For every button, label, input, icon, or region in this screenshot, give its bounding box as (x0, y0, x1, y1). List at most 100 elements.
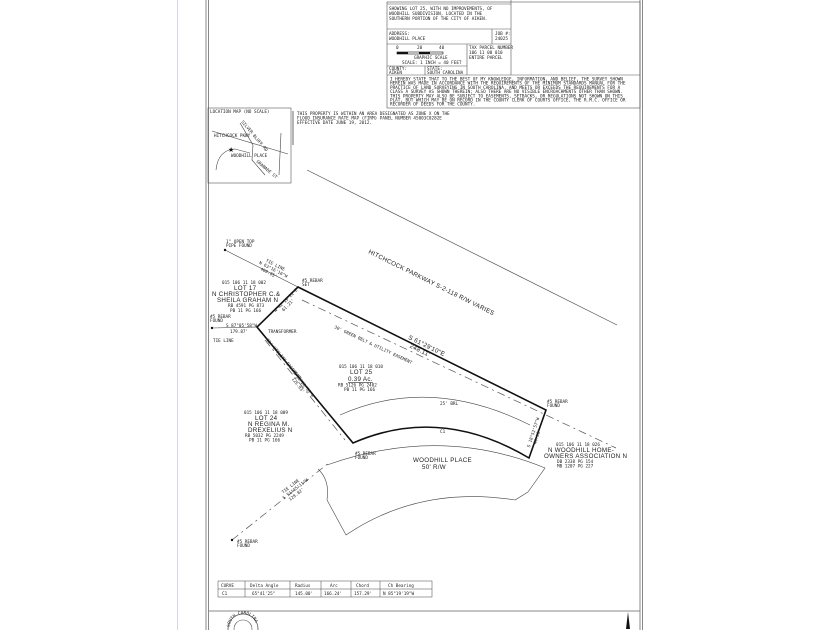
map-label: HITCHCOCK PKWY (214, 133, 251, 139)
table-header: Arc (330, 583, 338, 589)
scale-title: GRAPHIC SCALE (414, 55, 448, 61)
table-cell: 157.29' (354, 591, 372, 597)
flood-note-line: EFFECTIVE DATE JUNE 19, 2012. (297, 120, 372, 126)
plat-drawing: HITCHCOCK PARKWAY S-2-118 R/W VARIES (210, 169, 618, 542)
label: 1" OPEN TOP (226, 239, 255, 245)
label: 30' GREEN BELT & UTILITY EASEMENT (333, 324, 413, 366)
label: N REGINA M. (248, 421, 289, 428)
certification-line: CLASS A SURVEY AS SHOWN THEREIN; ALSO TH… (390, 89, 623, 95)
certification-line: PRACTICE OF LAND SURVEYING IN SOUTH CARO… (390, 85, 621, 91)
flood-note-line: THIS PROPERTY IS WITHIN AN AREA DESIGNAT… (297, 111, 450, 117)
svg-text:SOUTH CAROLINA: SOUTH CAROLINA (226, 610, 259, 627)
label: 015 106 11 18 010 (339, 364, 383, 370)
woodhill-place-row (326, 445, 546, 493)
label: TIE LINE (213, 338, 234, 344)
title-block (386, 0, 641, 109)
tax-parcel-note: ENTIRE PARCEL (469, 55, 503, 61)
label: 44.08' (532, 428, 543, 445)
tax-parcel-label: TAX PARCEL NUMBER (469, 45, 513, 51)
label: N CHRISTOPHER C.& (212, 291, 281, 298)
table-cell: 145.00' (295, 591, 313, 597)
label: 179.87' (230, 329, 248, 335)
curve-label: C1 (440, 429, 446, 435)
tie-line (211, 326, 258, 329)
lot-area: 0.39 Ac. (348, 376, 373, 383)
title-description: SHOWING LOT 25, WITH NO IMPROVEMENTS, OF… (389, 6, 493, 22)
label: FOUND (355, 455, 368, 461)
map-label: GRANADE ST (255, 159, 279, 180)
curve-table-text: CURVE Delta Angle Radius Arc Chord Ch Be… (221, 583, 414, 597)
label: LOT 25 (350, 369, 373, 376)
label: RB 5032 PG 2249 (245, 433, 284, 439)
hitchcock-parkway-line (306, 169, 618, 326)
label: DB 2338 PG 154 (557, 459, 594, 465)
label: SET (302, 282, 310, 288)
tie-line (224, 249, 299, 288)
label: 25' BRL (440, 401, 459, 407)
address-value: WOODHILL PLACE (389, 36, 426, 42)
table-cell: 166.24' (324, 591, 342, 597)
label: FOUND (237, 543, 250, 549)
job-value: 24025 (495, 36, 508, 42)
label: SHEILA GRAHAM N (217, 297, 278, 304)
tax-parcel-value: 106 11 08 010 (469, 50, 503, 56)
label: 015 106 11 18 009 (244, 410, 288, 416)
map-label: WOODHILL PLACE (231, 153, 268, 159)
description-line: WOODHILL SUBDIVISION, LOCATED IN THE (389, 11, 483, 17)
curve-table (217, 580, 433, 598)
label: FOUND (547, 403, 560, 409)
table-cell: 65°41'25" (252, 591, 275, 597)
scale-tick: 40 (439, 45, 445, 51)
label: RB 4591 PG 873 (228, 303, 265, 309)
label: N WOODHILL HOME- (548, 447, 614, 454)
label: PB 11 PG 166 (344, 387, 375, 393)
table-header: Delta Angle (250, 583, 279, 589)
label: PIPE FOUND (226, 243, 252, 249)
table-header: Chord (356, 583, 369, 589)
label: RB 5126 PG 2402 (338, 383, 377, 389)
label: PB 11 PG 166 (230, 308, 261, 314)
street-label: WOODHILL PLACE (413, 457, 472, 464)
description-line: SOUTHERN PORTION OF THE CITY OF AIKEN. (389, 16, 487, 22)
flood-note-line: FLOOD INSURANCE RATE MAP (FIRM) PANEL NU… (297, 116, 442, 122)
table-cell: C1 (222, 591, 228, 597)
graphic-scale: 0 20 40 GRAPHIC SCALE SCALE: 1 INCH = 40… (396, 45, 462, 66)
road-label: HITCHCOCK PARKWAY S-2-118 R/W VARIES (367, 249, 495, 318)
label: OWNERS ASSOCIATION N (544, 453, 627, 460)
description-line: SHOWING LOT 25, WITH NO IMPROVEMENTS, OF (389, 6, 493, 12)
scale-tick: 0 (396, 45, 399, 51)
job-label: JOB #: (495, 31, 511, 37)
scale-text: SCALE: 1 INCH = 40 FEET (402, 60, 462, 66)
label: S 87°05'58"W (226, 323, 257, 329)
utility-easement-line (264, 339, 346, 441)
address-label: ADDRESS: (389, 31, 410, 37)
location-map-title: LOCATION MAP (NO SCALE) (210, 109, 270, 115)
lot-25-boundary (255, 286, 547, 460)
certification-line: HEREIN WAS MADE IN ACCORDANCE WITH THE R… (390, 81, 626, 87)
certification-line: I HEREBY STATE THAT TO THE BEST OF MY KN… (390, 77, 623, 83)
north-arrow-icon (626, 612, 630, 629)
label: #5 REBAR (302, 278, 323, 284)
street-label: 50' R/W (422, 464, 446, 471)
label: LOT 17 (234, 285, 257, 292)
certification-line: RECORDER OF DEEDS FOR THE COUNTY. (390, 102, 475, 108)
label: PB 11 PG 166 (249, 438, 280, 444)
woodhill-place-row (317, 468, 529, 536)
label: TRANSFORMER (268, 329, 297, 335)
table-header: Radius (295, 583, 311, 589)
label: FOUND (210, 318, 223, 324)
label: #5 REBAR (547, 399, 568, 405)
seal-text: SOUTH CAROLINA (226, 610, 259, 627)
certification-line: THIS PROPERTY MAY ALSO BE SUBJECT TO EAS… (390, 93, 623, 99)
surveyor-seal: SOUTH CAROLINA (226, 610, 259, 630)
county-label: COUNTY: (389, 66, 407, 72)
label: 015 106 11 18 026 (556, 442, 600, 448)
label: #5 REBAR (355, 451, 376, 457)
label: MB 1207 PG 227 (557, 464, 594, 470)
table-header: CURVE (221, 583, 234, 589)
table-header: Ch Bearing (388, 583, 414, 589)
label: LOT 24 (255, 415, 278, 422)
flood-note: THIS PROPERTY IS WITHIN AN AREA DESIGNAT… (292, 111, 450, 145)
certification-text: I HEREBY STATE THAT TO THE BEST OF MY KN… (390, 77, 626, 108)
